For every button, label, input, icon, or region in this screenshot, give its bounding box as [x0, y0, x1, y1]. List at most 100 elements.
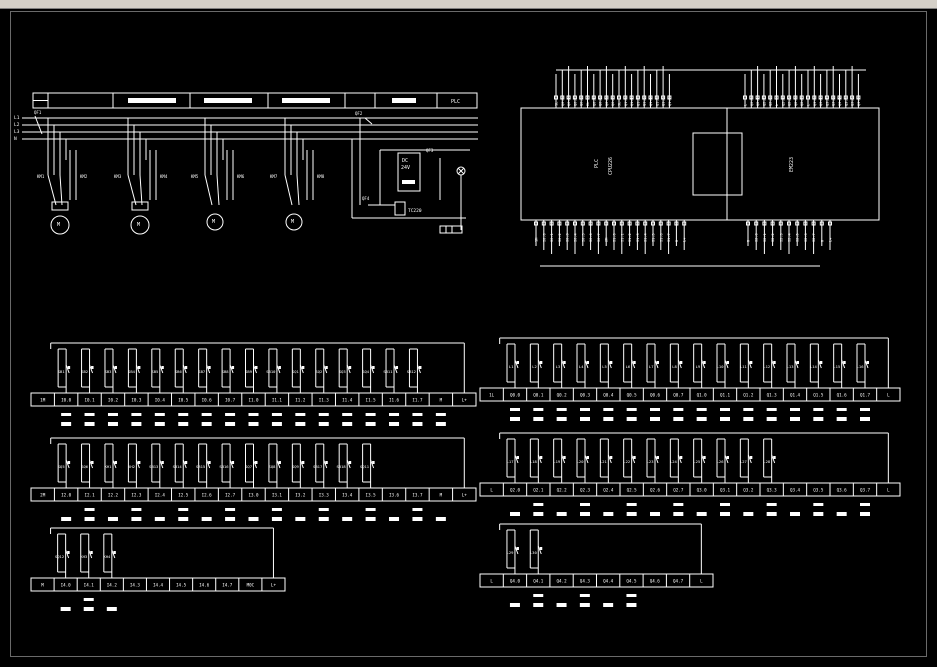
- terminal-label: 1L: [489, 393, 495, 398]
- device-label: L27: [740, 459, 747, 464]
- plc-pin-label: Q2.7: [800, 97, 804, 106]
- terminal-label: I2.2: [108, 493, 119, 498]
- terminal-label: I2.6: [202, 493, 213, 498]
- terminal-label: I0.4: [155, 398, 166, 403]
- motor-m1-label: M: [57, 222, 60, 228]
- dc-supply-label: DC: [402, 158, 408, 164]
- note-mark: [318, 517, 329, 521]
- note-mark: [650, 417, 660, 421]
- terminal-label: Q4.4: [603, 579, 614, 584]
- note-mark: [271, 517, 282, 521]
- device-label: SB13: [149, 464, 158, 469]
- plc-extension-body: [726, 107, 880, 221]
- device-label: L4: [579, 364, 584, 369]
- note-mark: [131, 508, 142, 511]
- terminal-label: Q4.2: [557, 579, 568, 584]
- title-plc-label: PLC: [451, 99, 460, 105]
- note-mark: [580, 503, 590, 506]
- plc-pin-label: Q1.5: [655, 97, 659, 106]
- note-mark: [533, 417, 544, 421]
- plc-pin-label: L+: [829, 237, 833, 242]
- plc-pin-label: Q3.7: [857, 97, 861, 106]
- terminal-label: Q2.2: [557, 488, 568, 493]
- note-mark: [743, 512, 754, 516]
- plc-pin-label: Q3.5: [844, 97, 848, 106]
- plc-pin-label: L+: [683, 237, 687, 242]
- device-label: SQ5: [58, 464, 65, 469]
- note-mark: [295, 413, 306, 416]
- device-label: SB3: [105, 369, 112, 374]
- terminal-label: I2.1: [85, 493, 96, 498]
- device-label: L3: [556, 364, 561, 369]
- note-mark: [813, 512, 824, 516]
- terminal-label: Q3.1: [720, 488, 731, 493]
- terminal-label: Q2.4: [603, 488, 614, 493]
- terminal-label: I3.0: [248, 493, 259, 498]
- terminal-label: Q3.0: [697, 488, 708, 493]
- contactor-km7-label: KM7: [270, 174, 278, 179]
- plc-pin-label: Q0.4: [592, 97, 596, 106]
- device-label: L29: [507, 550, 515, 555]
- line-label-n: N: [14, 136, 17, 142]
- terminal-label: I4.0: [61, 583, 72, 588]
- note-mark: [510, 417, 520, 421]
- transformer-icon: [394, 201, 406, 216]
- dc-supply-voltage: 24V: [401, 165, 410, 171]
- terminal-label: M: [41, 583, 44, 588]
- plc-pin-label: Q0.7: [611, 97, 615, 106]
- device-label: SB11: [383, 369, 393, 374]
- plc-pin-label: Q2.1: [756, 97, 760, 106]
- plc-pin-label: I1.0: [613, 233, 617, 242]
- plc-pin-label: Q0.5: [599, 97, 603, 106]
- device-label: SB6: [175, 369, 183, 374]
- note-mark: [295, 517, 306, 521]
- note-mark: [533, 603, 544, 607]
- note-mark: [178, 517, 189, 521]
- terminal-label: I1.0: [248, 398, 259, 403]
- note-mark: [510, 512, 520, 516]
- note-mark: [365, 517, 376, 521]
- terminal-label: I0.7: [225, 398, 236, 403]
- terminal-label: Q4.3: [580, 579, 591, 584]
- note-mark: [579, 603, 590, 607]
- plc-pin-label: I0.2: [558, 233, 562, 242]
- note-mark: [603, 408, 614, 411]
- terminal-label: Q4.1: [533, 579, 544, 584]
- terminal-label: I3.7: [412, 493, 423, 498]
- plc-pin-label: M: [675, 239, 679, 242]
- terminal-label: Q0.2: [557, 393, 568, 398]
- note-mark: [225, 508, 236, 511]
- motor-m2-icon: [130, 215, 150, 235]
- note-mark: [107, 413, 118, 416]
- terminal-label: L+: [462, 398, 468, 403]
- note-mark: [295, 422, 306, 426]
- note-mark: [650, 408, 660, 411]
- note-mark: [860, 408, 870, 411]
- note-mark: [626, 603, 637, 607]
- plc-pin-label: M: [820, 239, 824, 242]
- terminal-label: M0C: [247, 583, 255, 588]
- terminal-label: Q4.5: [626, 579, 637, 584]
- note-mark: [84, 508, 95, 511]
- device-label: SB10: [266, 369, 276, 374]
- note-mark: [154, 517, 165, 521]
- plc-pin-label: I2.6: [804, 233, 808, 242]
- note-mark: [225, 517, 236, 521]
- note-mark: [626, 503, 637, 506]
- device-label: SB9: [245, 369, 253, 374]
- note-mark: [412, 413, 423, 416]
- terminal-label: I0.0: [61, 398, 72, 403]
- note-mark: [389, 422, 400, 426]
- terminal-label: Q4.6: [650, 579, 661, 584]
- terminal-label: I1.5: [366, 398, 377, 403]
- terminal-label: Q1.2: [743, 393, 754, 398]
- plc-pin-label: I0.7: [597, 233, 601, 242]
- terminal-label: Q3.3: [767, 488, 778, 493]
- terminal-label: Q3.6: [837, 488, 848, 493]
- terminal-label: I4.2: [107, 583, 118, 588]
- plc-pin-label: Q2.5: [788, 97, 792, 106]
